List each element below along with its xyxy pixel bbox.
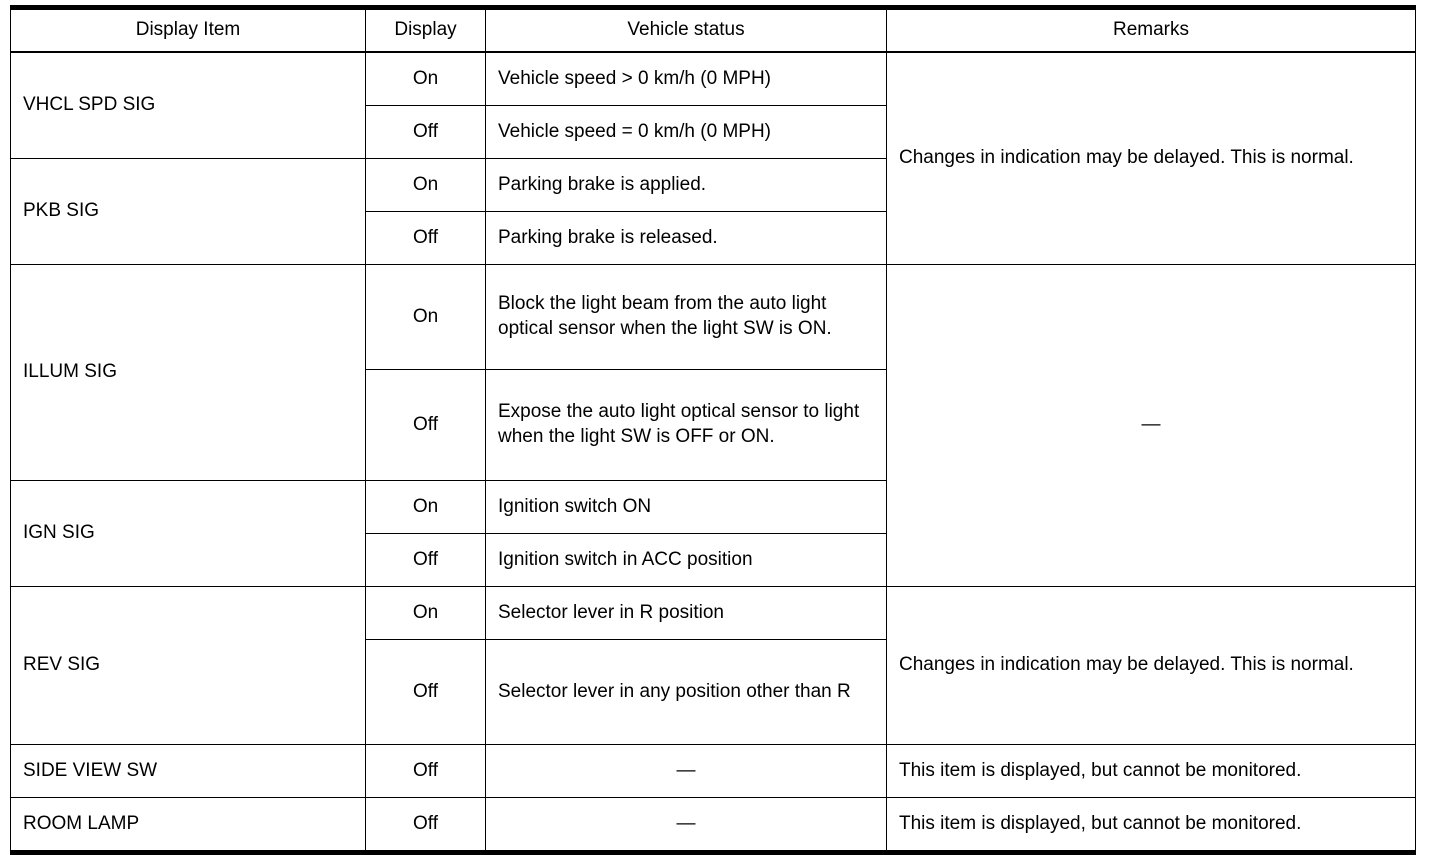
table-row: PKB SIG On Parking brake is applied. (10, 158, 1416, 265)
cell-vehicle-status: Parking brake is released. (485, 211, 887, 265)
table-row: Off Vehicle speed = 0 km/h (0 MPH) (11, 105, 1416, 159)
cell-display-state: Off (365, 211, 486, 265)
table-row: Off Expose the auto light optical sensor… (11, 369, 1416, 481)
table-row: IGN SIG On Ignition switch ON (10, 480, 1416, 587)
document-page: Display Item Display Vehicle status Rema… (10, 5, 1416, 855)
cell-display-state: On (365, 586, 486, 640)
display-item-spec-table: Display Item Display Vehicle status Rema… (10, 5, 1416, 855)
table-row: VHCL SPD SIG On Vehicle speed > 0 km/h (… (10, 51, 1416, 265)
cell-display-item: REV SIG (10, 586, 366, 745)
cell-vehicle-status: Ignition switch ON (485, 480, 887, 534)
cell-display-state: Off (365, 369, 486, 481)
cell-display-item: ROOM LAMP (10, 797, 366, 855)
cell-vehicle-status: — (485, 797, 887, 855)
table-row: ILLUM SIG On Block the light beam from t… (10, 264, 1416, 587)
cell-remarks: Changes in indication may be delayed. Th… (886, 586, 1416, 745)
cell-display-item: SIDE VIEW SW (10, 744, 366, 798)
cell-vehicle-status: Vehicle speed > 0 km/h (0 MPH) (485, 51, 887, 106)
cell-remarks: Changes in indication may be delayed. Th… (886, 51, 1416, 265)
cell-remarks: This item is displayed, but cannot be mo… (886, 744, 1416, 798)
cell-display-item: ILLUM SIG (10, 264, 366, 481)
table-row: ROOM LAMP Off — This item is displayed, … (10, 797, 1416, 855)
cell-display-state: Off (365, 533, 486, 587)
cell-remarks: This item is displayed, but cannot be mo… (886, 797, 1416, 855)
column-header-display-item: Display Item (10, 5, 366, 53)
cell-vehicle-status: Vehicle speed = 0 km/h (0 MPH) (485, 105, 887, 159)
cell-vehicle-status: Parking brake is applied. (485, 158, 887, 212)
cell-remarks: — (886, 264, 1416, 587)
table-row: SIDE VIEW SW Off — This item is displaye… (10, 744, 1416, 798)
column-header-remarks: Remarks (886, 5, 1416, 53)
cell-vehicle-status: Ignition switch in ACC position (485, 533, 887, 587)
cell-display-state: On (365, 158, 486, 212)
cell-display-state: Off (365, 744, 486, 798)
cell-vehicle-status: Selector lever in any position other tha… (485, 639, 887, 745)
cell-vehicle-status: Expose the auto light optical sensor to … (485, 369, 887, 481)
cell-display-item: IGN SIG (10, 480, 366, 587)
column-header-display: Display (365, 5, 486, 53)
cell-display-state: Off (365, 105, 486, 159)
cell-display-item: PKB SIG (10, 158, 366, 265)
cell-display-state: On (365, 51, 486, 106)
table-row: Off Parking brake is released. (11, 211, 1416, 265)
cell-display-state: On (365, 264, 486, 370)
cell-vehicle-status: Block the light beam from the auto light… (485, 264, 887, 370)
cell-display-state: Off (365, 797, 486, 855)
table-row: REV SIG On Selector lever in R position … (10, 586, 1416, 745)
table-row: Off Ignition switch in ACC position (11, 533, 1416, 587)
cell-display-state: On (365, 480, 486, 534)
cell-vehicle-status: — (485, 744, 887, 798)
table-header-row: Display Item Display Vehicle status Rema… (10, 5, 1416, 53)
column-header-vehicle-status: Vehicle status (485, 5, 887, 53)
cell-display-item: VHCL SPD SIG (10, 51, 366, 159)
cell-vehicle-status: Selector lever in R position (485, 586, 887, 640)
cell-display-state: Off (365, 639, 486, 745)
